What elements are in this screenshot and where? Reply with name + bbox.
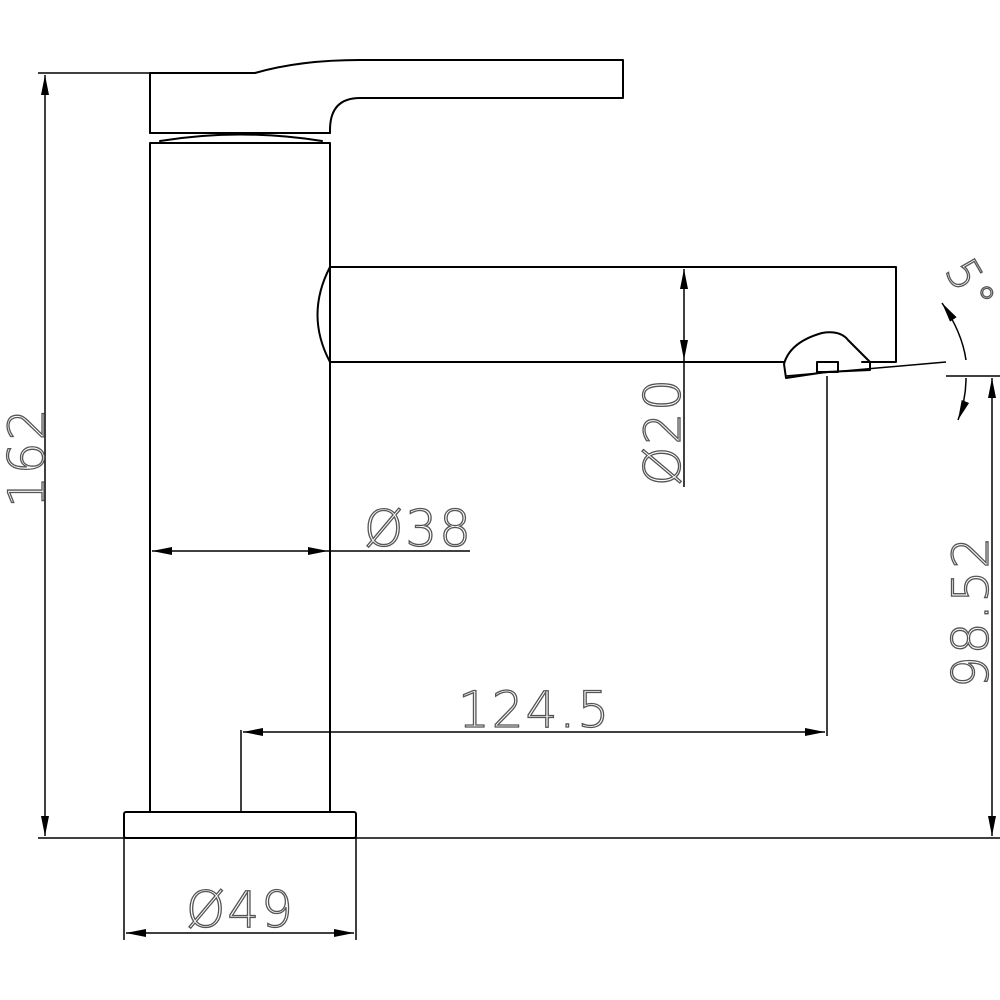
spout-height-label: 98.52	[942, 535, 1000, 688]
angle-arc	[941, 302, 967, 361]
spout-joint	[316, 266, 331, 363]
aerator	[783, 331, 871, 379]
base-plate	[123, 811, 357, 839]
outlet-angle-line	[785, 361, 947, 377]
dimension-labels: 162 Ø38 Ø20 124.5 98.52 Ø49 5°	[0, 249, 1000, 939]
dimension-lines	[38, 72, 1000, 940]
spout-angle-label: 5°	[934, 250, 1000, 322]
base-diameter-label: Ø49	[186, 881, 295, 939]
handle-cap	[149, 132, 331, 142]
spout	[329, 266, 897, 363]
spout-diameter-label: Ø20	[634, 377, 692, 486]
body-cylinder	[149, 142, 331, 813]
spout-reach-label: 124.5	[458, 681, 611, 739]
overall-height-label: 162	[0, 407, 56, 508]
body-diameter-label: Ø38	[364, 500, 473, 558]
faucet-outline	[123, 59, 947, 839]
handle-lever	[149, 59, 624, 134]
